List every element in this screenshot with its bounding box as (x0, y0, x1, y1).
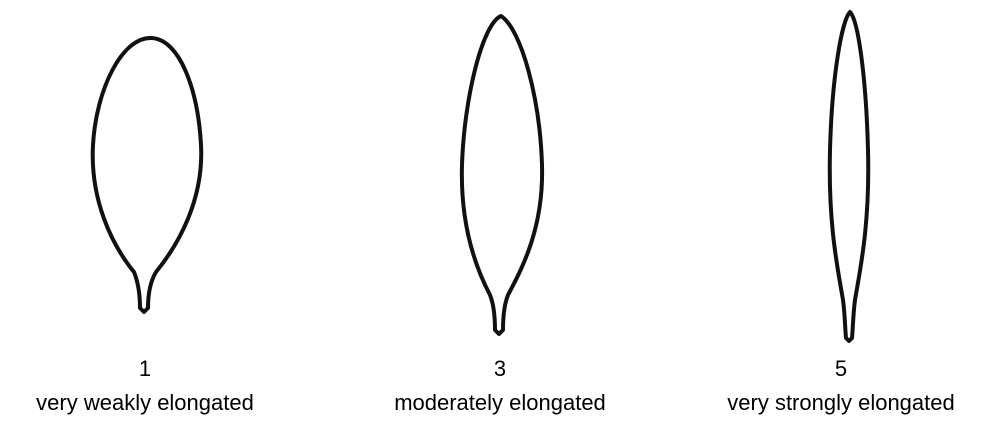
leaf-shape-3 (440, 0, 560, 340)
leaf-shape-1 (80, 0, 220, 330)
leaf-outline-3-graphic (440, 0, 560, 340)
caption-description: moderately elongated (350, 390, 650, 416)
caption-number: 1 (0, 356, 290, 390)
caption-5: 5 very strongly elongated (696, 356, 986, 416)
leaf-shape-5 (800, 0, 900, 350)
caption-number: 5 (696, 356, 986, 390)
caption-number: 3 (350, 356, 650, 390)
caption-1: 1 very weakly elongated (0, 356, 290, 416)
caption-3: 3 moderately elongated (350, 356, 650, 416)
leaf-outline-1-graphic (80, 0, 220, 330)
leaf-outline-5 (830, 12, 869, 341)
leaf-outline-1 (93, 38, 202, 312)
leaf-outline-3 (462, 16, 542, 334)
caption-description: very weakly elongated (0, 390, 290, 416)
leaf-outline-5-graphic (800, 0, 900, 350)
caption-description: very strongly elongated (696, 390, 986, 416)
